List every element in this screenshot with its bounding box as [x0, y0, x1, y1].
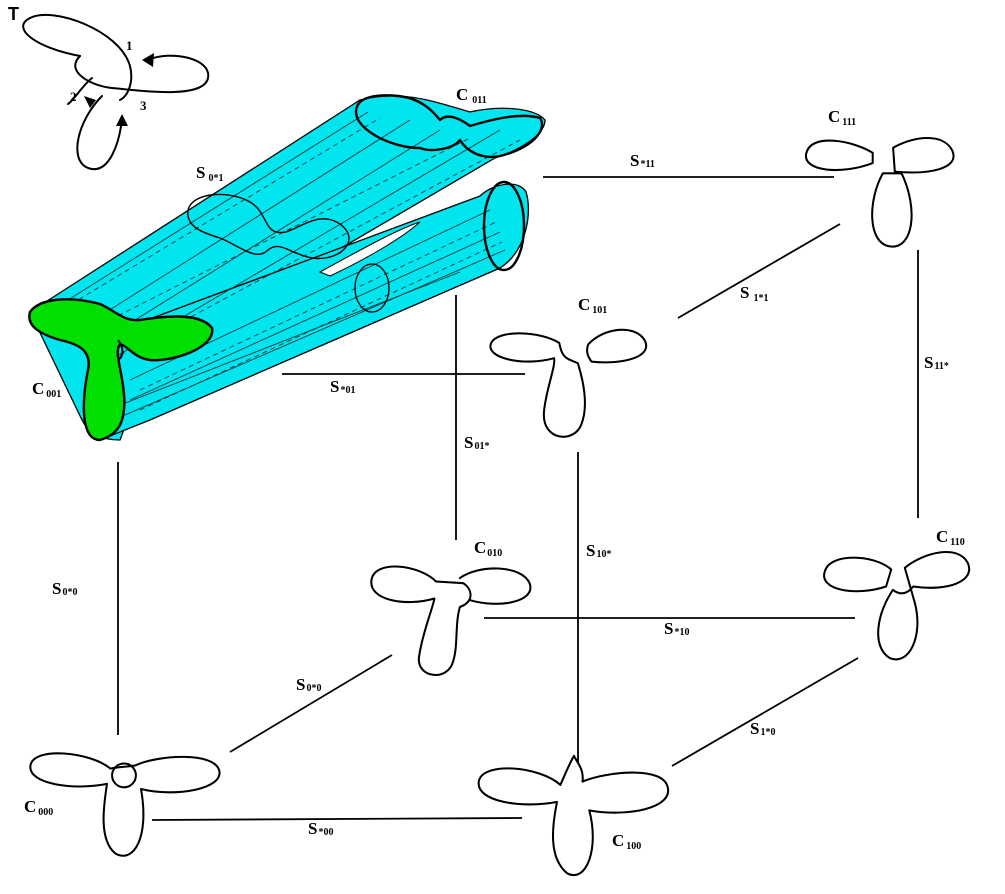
- node-c010-shape: [370, 565, 532, 676]
- c011-end-curve: [354, 94, 544, 159]
- c011-right-end: [482, 180, 526, 272]
- node-c111-shape: [805, 137, 955, 248]
- edge-label-s11s: S11*: [924, 353, 949, 372]
- edge-labels: S0*0 S0*0 S*00 S1*0 S*10 S10* S01* S*01 …: [52, 151, 949, 838]
- corner-mark: T: [8, 4, 19, 24]
- cube-edges: [117, 176, 919, 821]
- edge-label-s10s: S10*: [586, 541, 611, 560]
- arrow-icon: [142, 53, 154, 67]
- node-c100-shape: [477, 754, 670, 877]
- knot-label-2: 2: [70, 89, 77, 104]
- edge-s0s0-front: [229, 654, 393, 753]
- edge-label-s00: S*00: [308, 819, 333, 838]
- edge-s1s0: [671, 657, 859, 767]
- edge-s1s1: [677, 223, 841, 319]
- node-label-c010: C010: [474, 538, 502, 559]
- knot-label-1: 1: [126, 38, 133, 53]
- edge-s00: [151, 817, 523, 821]
- arrow-icon: [116, 114, 128, 126]
- arrow-icon: [84, 96, 96, 108]
- edge-label-s01s: S01*: [464, 433, 489, 452]
- node-c101-shape: [489, 328, 648, 438]
- node-c110-shape: [823, 551, 971, 661]
- edge-label-s0s0-front: S0*0: [296, 675, 321, 694]
- edge-label-s11: S*11: [630, 151, 655, 170]
- tube-ruling-lines: [47, 111, 521, 421]
- mid-cross-section: [187, 193, 350, 260]
- edge-label-s0s0-left: S0*0: [52, 579, 77, 598]
- edge-label-s1s0: S1*0: [750, 719, 775, 738]
- trefoil-knot-diagram: 1 2 3: [22, 13, 210, 171]
- edge-label-s01: S*01: [330, 377, 355, 396]
- cobordism-surface: [28, 94, 546, 442]
- knot-label-3: 3: [140, 98, 147, 113]
- node-c000-shape: [29, 752, 221, 857]
- edge-label-s10: S*10: [664, 619, 689, 638]
